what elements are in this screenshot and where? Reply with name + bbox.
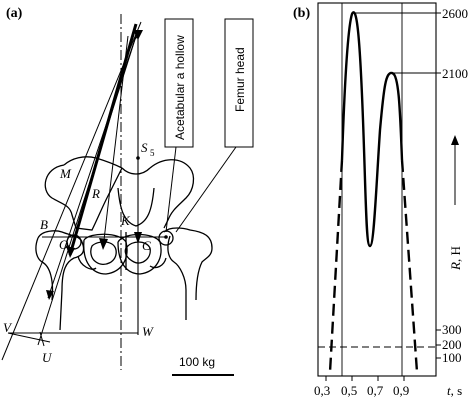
label-u: U [42,350,53,365]
line-v-u [7,332,51,343]
curve-extrapolation-right [400,159,419,373]
label-b: B [40,217,48,232]
box-femur: Femur head [175,18,254,233]
x-axis-title: t, s [447,383,462,398]
y-axis-arrow-head [451,135,459,145]
panel-b-label: (b) [293,6,310,21]
curve-extrapolation-left [328,159,344,373]
label-r: R [91,186,100,201]
panel-a-label: (a) [6,6,23,21]
box-acetabular-text: Acetabular a hollow [173,35,187,140]
label-c: C [142,238,151,253]
label-s: S [141,140,148,155]
scale-label: 100 kg [179,355,215,369]
y-tick-2100: 2100 [442,66,468,81]
label-w: W [142,324,154,339]
tick-u [39,331,45,347]
label-m: M [59,166,72,181]
label-v: V [3,320,13,335]
force-lines [1,21,142,361]
panel-a: (a) [1,6,254,376]
plot-frame [317,2,437,377]
x-tick-0-9: 0,9 [393,383,409,398]
x-tick-0-5: 0,5 [341,383,357,398]
panel-b: (b) 2600 2100 300 200 100 R, H [293,2,468,398]
x-tick-0-7: 0,7 [367,383,384,398]
y-tick-100: 100 [442,350,462,365]
y-tick-200: 200 [442,337,462,352]
x-ticks [325,376,405,381]
x-tick-0-3: 0,3 [314,383,330,398]
label-o: O [59,237,69,252]
box-femur-text: Femur head [233,47,247,112]
y-ticks [436,12,441,359]
y-tick-300: 300 [442,322,462,337]
label-s-sub: 5 [150,148,155,158]
y-tick-2600: 2600 [442,6,468,21]
force-arrows [46,30,143,300]
point-s5 [136,156,140,160]
point-c [164,235,168,239]
box-acetabular: Acetabular a hollow [164,18,194,233]
force-curve [340,11,404,248]
label-k: K [120,213,131,228]
y-axis-title: R, H [448,246,463,271]
